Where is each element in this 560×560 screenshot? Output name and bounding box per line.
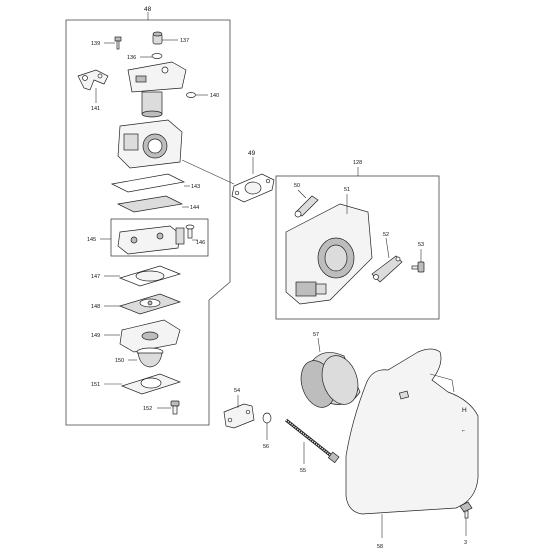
part-140-ring <box>186 92 196 98</box>
callout-139: 139 <box>91 41 100 47</box>
part-148-diaphragm <box>118 293 182 315</box>
callout-54: 54 <box>234 388 240 394</box>
air-filter-base-frame <box>275 175 440 320</box>
part-150-primer-bulb <box>136 347 164 368</box>
part-57-air-filter <box>300 352 361 408</box>
callout-140: 140 <box>210 93 219 99</box>
callout-144: 144 <box>190 205 199 211</box>
callout-145: 145 <box>87 237 96 243</box>
callout-49: 49 <box>248 150 256 157</box>
part-3-screw <box>459 501 473 519</box>
part-52-choke-link <box>371 255 403 283</box>
part-49-insulator-gasket <box>231 173 275 203</box>
cover-embossed-mark: H <box>462 407 467 414</box>
carburetor-top-housing <box>127 61 187 118</box>
callout-141: 141 <box>91 106 100 112</box>
part-50-choke-lever <box>294 195 319 218</box>
callout-143: 143 <box>191 184 200 190</box>
part-54-bracket <box>223 403 255 429</box>
cover-embossed-mark-2: ⌐ <box>462 428 465 434</box>
callout-55: 55 <box>300 468 306 474</box>
part-136-washer <box>151 53 163 59</box>
part-51-air-filter-base <box>285 203 373 305</box>
callout-147: 147 <box>91 274 100 280</box>
part-56-washer <box>262 412 272 424</box>
part-147-gasket <box>118 265 182 287</box>
callout-152: 152 <box>143 406 152 412</box>
part-145-subassembly-frame <box>110 218 209 257</box>
part-152-screw <box>170 400 180 415</box>
callout-128: 128 <box>353 160 362 166</box>
part-151-primer-cover <box>120 373 182 395</box>
callout-56: 56 <box>263 444 269 450</box>
callout-53: 53 <box>418 242 424 248</box>
part-53-screw <box>411 261 425 273</box>
callout-148: 148 <box>91 304 100 310</box>
callout-137: 137 <box>180 38 189 44</box>
callout-3: 3 <box>464 540 467 546</box>
callout-150: 150 <box>115 358 124 364</box>
part-141-lever <box>77 69 109 91</box>
carburetor-assembly-frame <box>65 19 231 426</box>
callout-57: 57 <box>313 332 319 338</box>
callout-48: 48 <box>144 6 152 13</box>
part-137-plug <box>152 31 163 45</box>
callout-149: 149 <box>91 333 100 339</box>
part-144-diaphragm <box>116 195 184 213</box>
part-143-gasket <box>110 173 186 193</box>
callout-50: 50 <box>294 183 300 189</box>
callout-51: 51 <box>344 187 350 193</box>
callout-136: 136 <box>127 55 136 61</box>
part-58-air-filter-cover: H ⌐ <box>345 348 479 515</box>
carburetor-main-body <box>117 119 183 169</box>
part-55-long-bolt <box>285 418 340 464</box>
part-146-needle <box>185 224 195 239</box>
callout-58: 58 <box>377 544 383 550</box>
callout-52: 52 <box>383 232 389 238</box>
callout-151: 151 <box>91 382 100 388</box>
callout-146: 146 <box>196 240 205 246</box>
part-149-cover <box>119 319 181 353</box>
part-139-screw <box>114 36 122 50</box>
part-145-metering-block <box>117 225 185 255</box>
